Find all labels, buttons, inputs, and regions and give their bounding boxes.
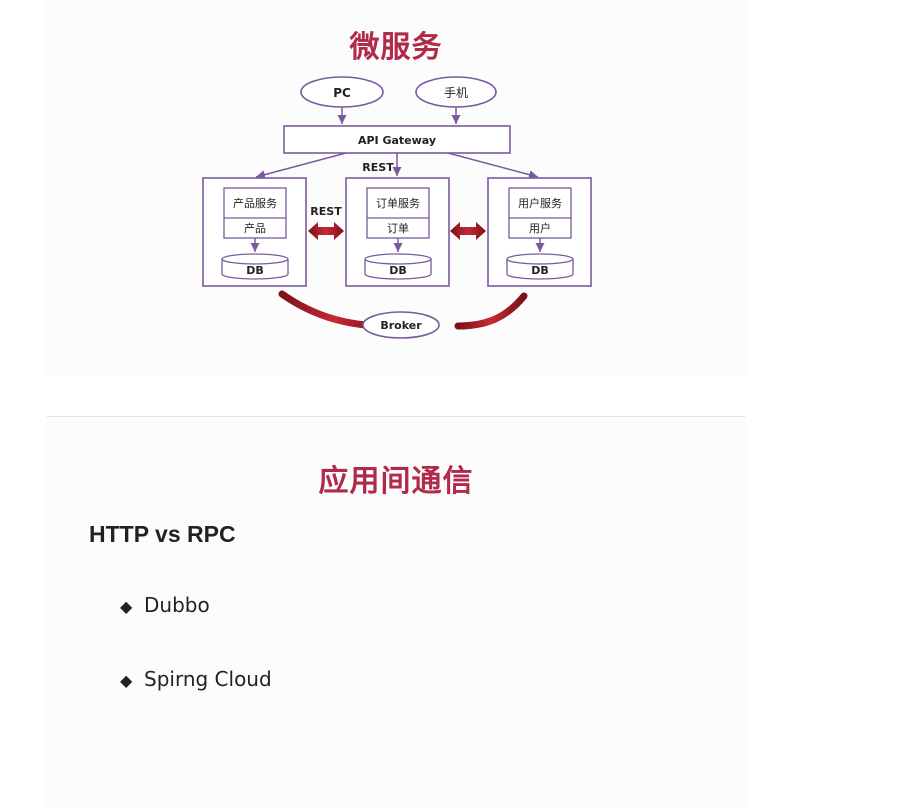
- service-user: 用户服务 用户 DB: [487, 177, 592, 287]
- slide-title: 微服务: [349, 30, 443, 65]
- service-product-db: DB: [221, 253, 289, 280]
- db-label: DB: [531, 264, 549, 277]
- db-label: DB: [246, 264, 264, 277]
- rest-top-label: REST: [362, 161, 394, 174]
- bullet-text: Dubbo: [144, 593, 210, 617]
- client-mobile-label: 手机: [444, 86, 468, 100]
- service-product: 产品服务 产品 DB: [202, 177, 307, 287]
- microservices-diagram: PC 手机 API Gateway REST 产品服务 产品: [202, 76, 592, 339]
- service-user-db: DB: [506, 253, 574, 280]
- broker-node: Broker: [362, 311, 440, 339]
- subheading: HTTP vs RPC: [89, 521, 236, 547]
- db-label: DB: [389, 264, 407, 277]
- slide-title: 应用间通信: [318, 464, 474, 499]
- service-order: 订单服务 订单 DB: [345, 177, 450, 287]
- service-order-db: DB: [364, 253, 432, 280]
- broker-label: Broker: [380, 319, 422, 332]
- double-arrow-icon: [450, 222, 486, 240]
- client-pc-label: PC: [333, 86, 351, 100]
- bullet-item: ◆ Spirng Cloud: [120, 667, 272, 691]
- client-mobile: 手机: [415, 76, 497, 108]
- service-user-data: 用户: [529, 221, 551, 235]
- slide-app-communication: 应用间通信 HTTP vs RPC ◆ Dubbo ◆ Spirng Cloud: [46, 418, 746, 808]
- arrow-gateway-user: [447, 152, 539, 180]
- api-gateway-label: API Gateway: [358, 134, 436, 147]
- slide-microservices: 微服务 PC 手机 API Gateway: [46, 0, 746, 375]
- rest-side-label: REST: [310, 205, 342, 218]
- service-product-data: 产品: [244, 221, 266, 235]
- client-pc: PC: [300, 76, 384, 108]
- diamond-bullet-icon: ◆: [120, 597, 133, 616]
- api-gateway: API Gateway: [283, 125, 511, 154]
- service-order-data: 订单: [387, 222, 409, 235]
- arrow-gateway-product: [255, 152, 347, 180]
- slide-divider: [46, 416, 746, 417]
- service-product-name: 产品服务: [233, 196, 277, 210]
- diamond-bullet-icon: ◆: [120, 671, 133, 690]
- broker-curve-right: [454, 292, 528, 330]
- service-user-name: 用户服务: [518, 196, 562, 210]
- double-arrow-icon: [308, 222, 344, 240]
- bullet-text: Spirng Cloud: [144, 667, 272, 691]
- bullet-item: ◆ Dubbo: [120, 593, 210, 617]
- service-order-name: 订单服务: [376, 197, 420, 210]
